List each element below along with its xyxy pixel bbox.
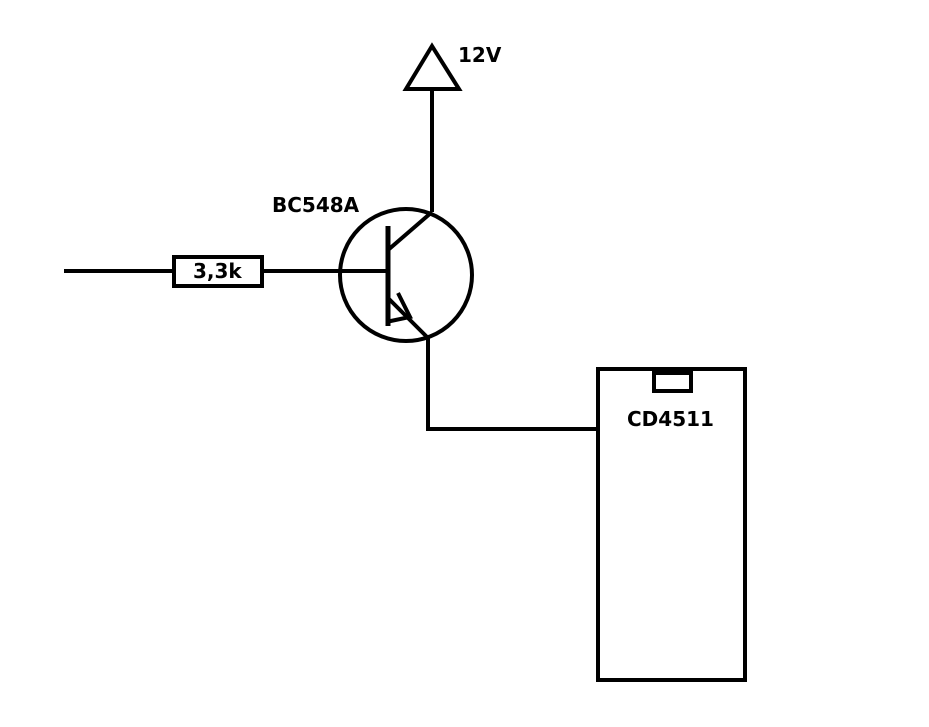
ic-notch: [652, 371, 693, 393]
transistor-collector-lead: [386, 210, 434, 252]
transistor-body: [338, 207, 474, 343]
transistor-symbol: [338, 207, 474, 343]
supply-label: 12V: [458, 43, 502, 67]
emitter-to-ic-wire: [426, 338, 598, 431]
ic-package: [596, 367, 747, 682]
supply-arrow-symbol: [402, 42, 463, 91]
ic-label: CD4511: [627, 407, 714, 431]
transistor-emitter-arrow: [385, 292, 413, 324]
resistor-label: 3,3k: [193, 259, 242, 283]
transistor-label: BC548A: [272, 193, 360, 217]
